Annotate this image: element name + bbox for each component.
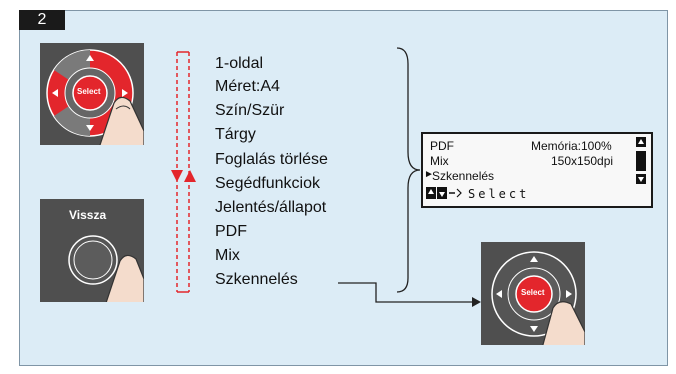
lcd-updown-keys-icon: [426, 187, 462, 203]
scroll-indicator: [171, 51, 196, 293]
lcd-display: PDF Memória:100% Mix 150x150dpi ► Szkenn…: [421, 132, 653, 208]
arrow-head-icon: [472, 297, 481, 307]
navigation-keypad-device: Select: [40, 43, 145, 152]
menu-item[interactable]: Jelentés/állapot: [215, 199, 327, 216]
scroll-up-icon: [638, 139, 644, 144]
left-arrow-icon: [52, 89, 58, 97]
back-button-label: Vissza: [69, 208, 107, 222]
down-arrow-icon: [86, 125, 94, 131]
menu-item[interactable]: PDF: [215, 223, 247, 240]
menu-item[interactable]: Méret:A4: [215, 78, 280, 95]
select-keypad-device: Select: [481, 242, 586, 353]
down-arrow-icon: [530, 326, 538, 332]
menu-item-selected[interactable]: Szkennelés: [215, 271, 298, 288]
navigation-keypad-illustration: [46, 49, 145, 152]
menu-item[interactable]: Szín/Szür: [215, 102, 285, 119]
finger-icon: [105, 254, 144, 302]
finger-icon: [97, 96, 145, 152]
step-number-badge: 2: [19, 10, 65, 30]
menu-item[interactable]: Mix: [215, 247, 240, 264]
scroll-thumb: [636, 151, 646, 171]
up-arrow-icon: [86, 55, 94, 61]
select-key: [72, 75, 108, 111]
menu-item[interactable]: 1-oldal: [215, 55, 264, 72]
finger-icon: [540, 301, 586, 353]
lcd-row2-right: 150x150dpi: [551, 154, 614, 168]
connector-arrow: [338, 282, 481, 307]
scroll-up-arrow-icon: [184, 170, 196, 182]
menu-item[interactable]: Foglalás törlése: [215, 151, 328, 168]
menu-item[interactable]: Tárgy: [215, 126, 256, 143]
menu-group-brace: [396, 47, 421, 293]
scroll-down-arrow-icon: [171, 170, 183, 182]
lcd-row1-right: Memória:100%: [531, 139, 612, 153]
lcd-select-label: Select: [468, 187, 530, 201]
back-button-device: Vissza: [40, 199, 144, 302]
menu-item[interactable]: Segédfunkciok: [215, 175, 320, 192]
back-button-illustration: [68, 235, 144, 302]
right-arrow-icon: [566, 290, 572, 298]
lcd-row3: Szkennelés: [432, 169, 495, 183]
right-arrow-icon: [122, 89, 128, 97]
left-arrow-icon: [496, 290, 502, 298]
scroll-down-icon: [638, 177, 644, 182]
lcd-row1-left: PDF: [430, 139, 454, 153]
select-key-label: Select: [77, 87, 101, 96]
select-key: [515, 275, 553, 313]
up-arrow-icon: [530, 256, 538, 262]
select-key-label: Select: [521, 288, 545, 297]
lcd-row2-left: Mix: [430, 154, 449, 168]
lcd-scrollbar: [636, 137, 646, 184]
lcd-cursor-icon: ►: [424, 169, 434, 180]
select-keypad-illustration: [491, 251, 586, 353]
